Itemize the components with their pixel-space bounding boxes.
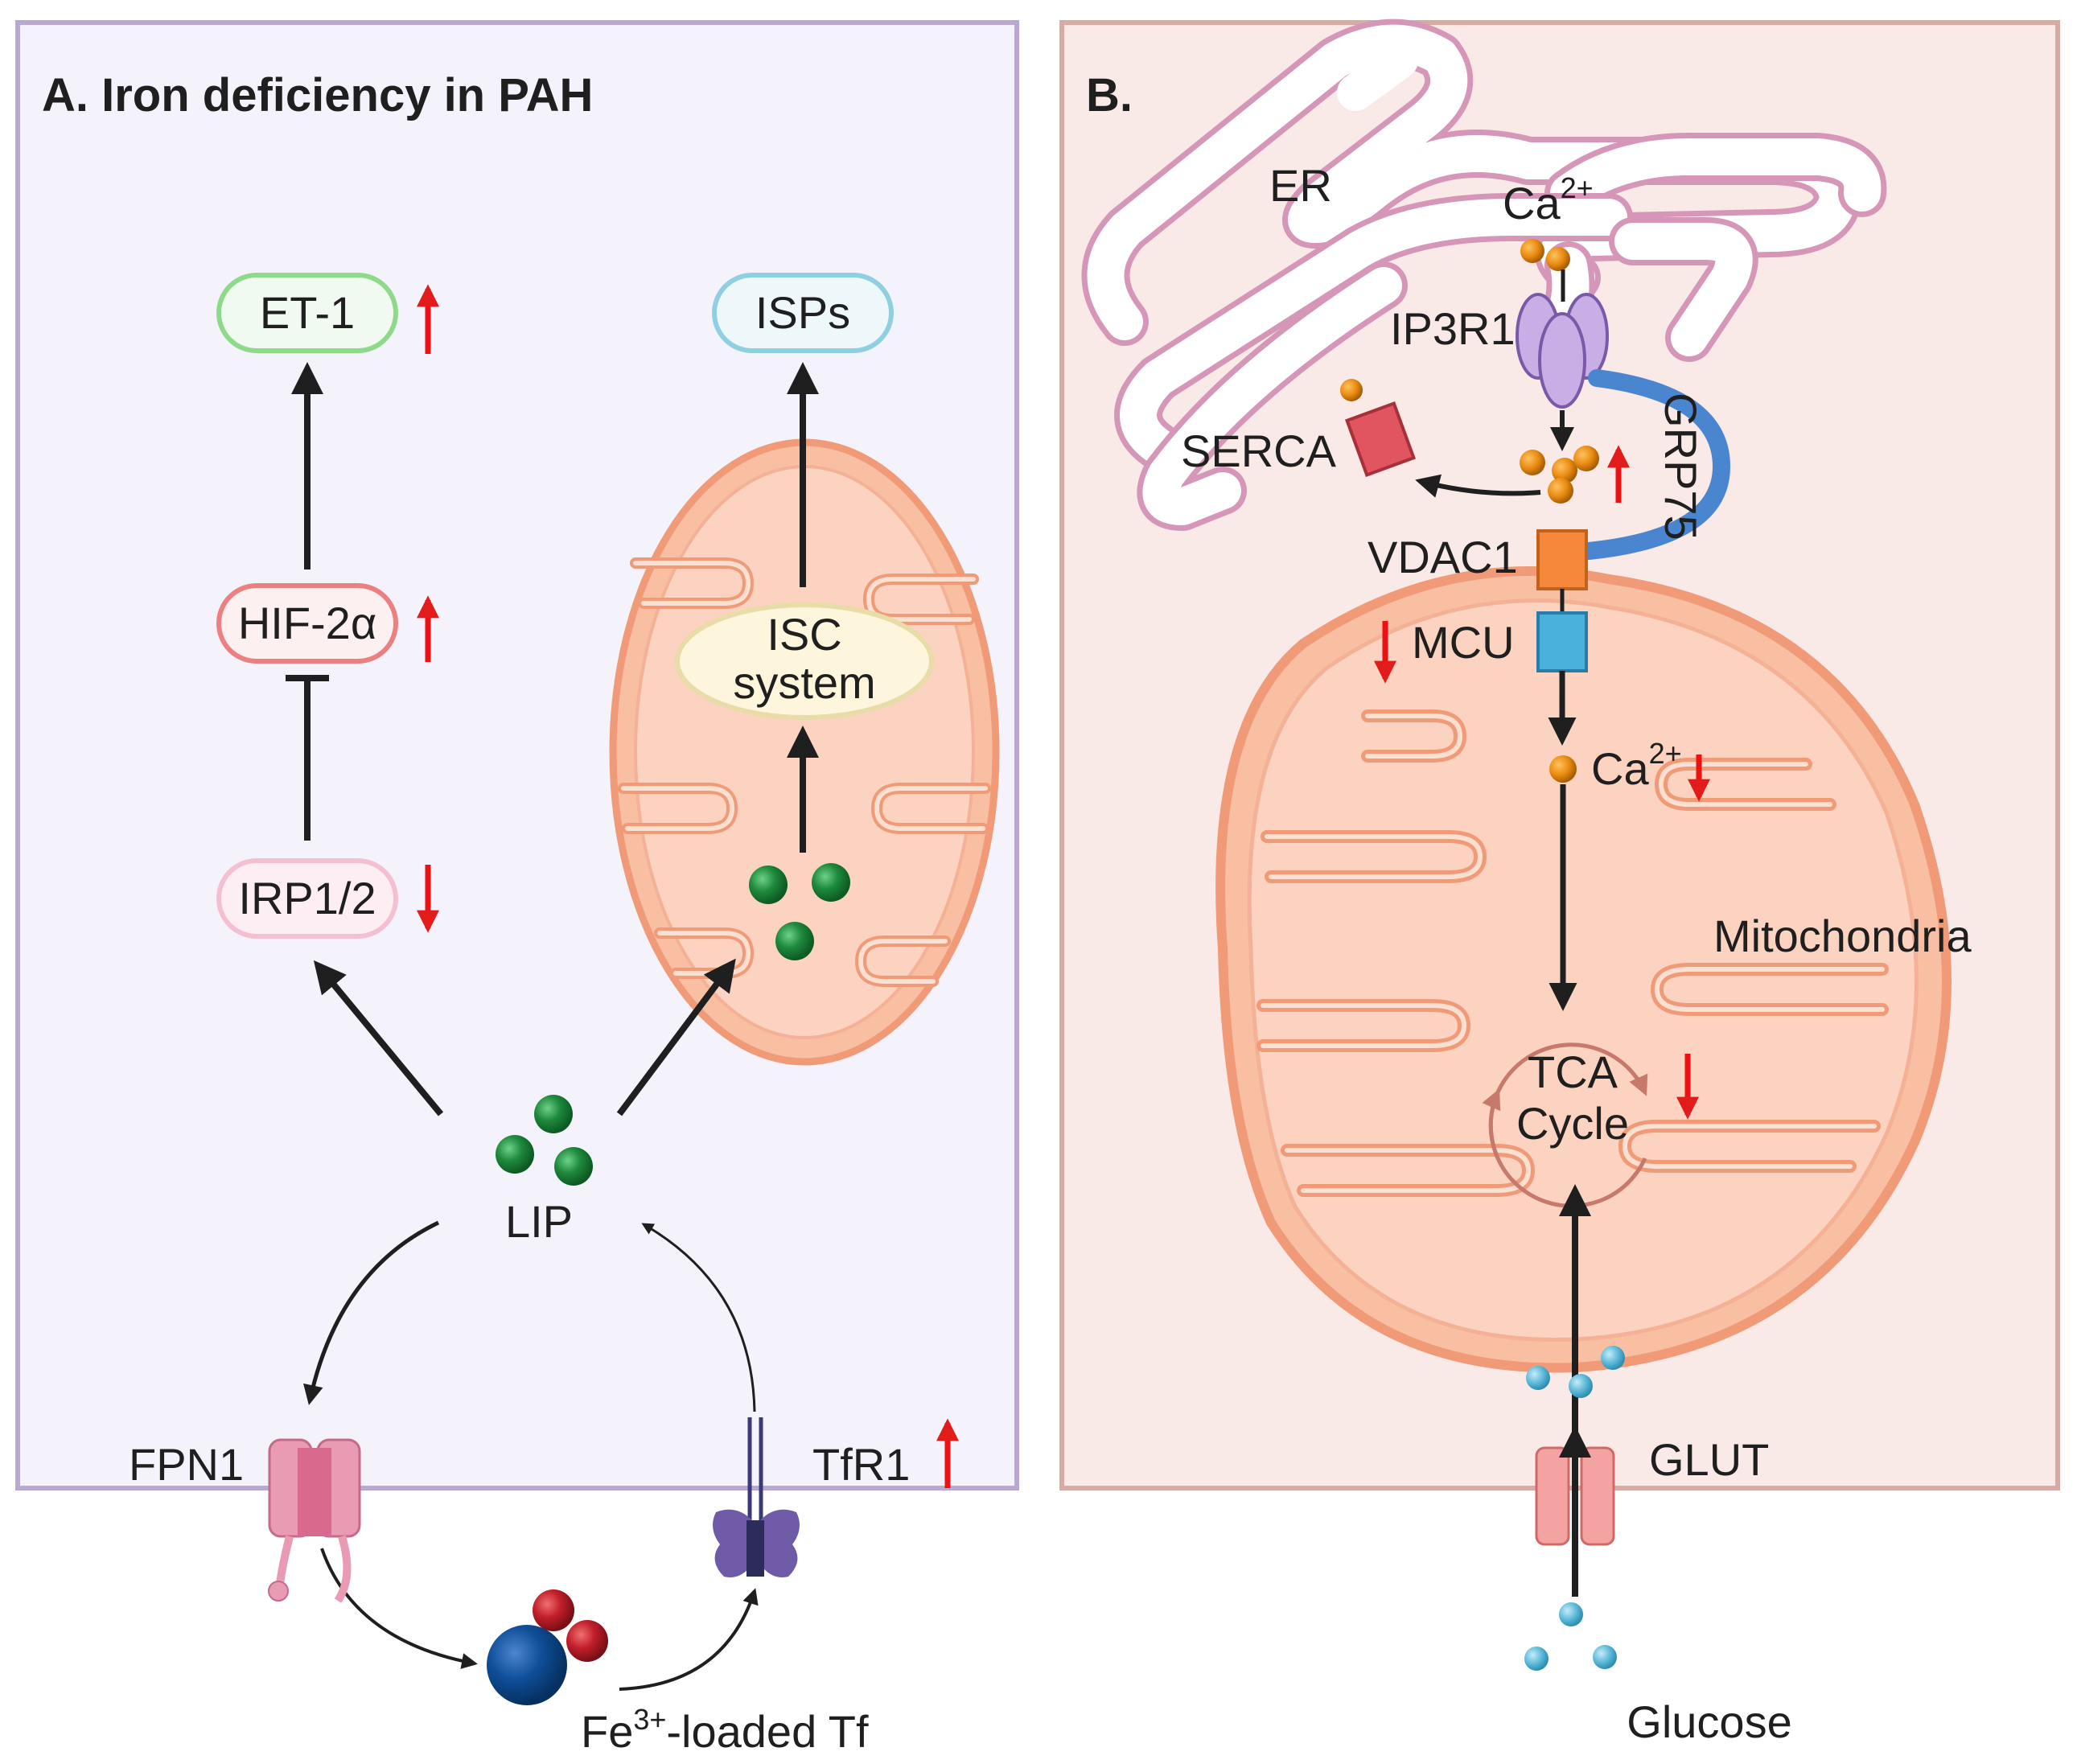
isc-label-line2: system xyxy=(733,657,875,708)
fpn1-label: FPN1 xyxy=(129,1439,244,1490)
isc-label-line1: ISC xyxy=(767,609,841,660)
lip-label: LIP xyxy=(505,1196,573,1247)
arrow-tfr1-to-lip xyxy=(641,1223,756,1412)
arrow-tf-to-tfr1 xyxy=(619,1588,759,1691)
mcu-label: MCU xyxy=(1412,617,1515,668)
tca-cycle-icon xyxy=(1482,1042,1648,1208)
isc-system-node xyxy=(675,602,934,720)
glucose-cluster-outside xyxy=(1524,1602,1617,1671)
panel-b-title: B. xyxy=(1086,69,1133,121)
regulation-arrows-b xyxy=(1374,445,1710,1120)
calcium-mito-dot xyxy=(1549,755,1577,783)
tfr1-label: TfR1 xyxy=(812,1439,910,1490)
tfr1-receptor-icon xyxy=(713,1417,800,1577)
fpn1-transporter-icon xyxy=(268,1438,361,1603)
ip3r1-channel-icon xyxy=(1516,293,1609,409)
arrow-lip-to-fpn1 xyxy=(303,1220,440,1405)
serca-pump-icon xyxy=(1340,379,1417,477)
arrow-ca-to-serca xyxy=(1415,474,1541,498)
arrow-lip-to-irp xyxy=(313,960,444,1116)
irp-node xyxy=(216,858,398,939)
ca-mito-label: Ca2+ xyxy=(1591,737,1682,794)
et1-node xyxy=(216,273,398,353)
et1-label: ET-1 xyxy=(260,287,355,338)
arrow-fpn1-to-tf xyxy=(320,1548,478,1669)
er-label: ER xyxy=(1269,160,1332,211)
mcu-channel-icon xyxy=(1536,611,1588,672)
ca-top-label: Ca2+ xyxy=(1503,171,1594,228)
vdac1-label: VDAC1 xyxy=(1368,532,1518,582)
lip-iron-cluster xyxy=(496,1095,593,1186)
tca-label-line2: Cycle xyxy=(1516,1098,1629,1149)
grp75-bridge xyxy=(1580,369,1731,560)
hif2a-label: HIF-2α xyxy=(238,598,376,648)
iron-cluster-mito xyxy=(749,863,850,960)
hif2a-node xyxy=(216,583,398,664)
irp-label: IRP1/2 xyxy=(238,873,376,923)
serca-label: SERCA xyxy=(1181,426,1337,476)
panel-a-title: A. Iron deficiency in PAH xyxy=(42,69,593,121)
glut-transporter-icon xyxy=(1535,1446,1615,1546)
fe-loaded-tf-label: Fe3+-loaded Tf xyxy=(581,1703,869,1757)
isps-node xyxy=(712,273,894,353)
regulation-arrows-a xyxy=(417,284,959,1488)
mito-b-cristae xyxy=(1256,709,1889,1197)
calcium-cluster-top xyxy=(1520,239,1570,271)
mitochondria-label: Mitochondria xyxy=(1713,911,1972,961)
calcium-cluster-mid xyxy=(1520,446,1599,504)
transferrin-icon xyxy=(487,1589,608,1705)
grp75-label: GRP75 xyxy=(1655,393,1706,541)
isps-label: ISPs xyxy=(755,287,850,338)
glucose-label: Glucose xyxy=(1627,1696,1791,1747)
glut-label: GLUT xyxy=(1649,1434,1769,1485)
vdac1-channel-icon xyxy=(1536,529,1588,590)
arrow-lip-to-mito xyxy=(616,958,736,1116)
tca-label-line1: TCA xyxy=(1528,1046,1618,1097)
glucose-cluster-inside xyxy=(1526,1346,1625,1398)
ip3r1-label: IP3R1 xyxy=(1390,303,1516,354)
